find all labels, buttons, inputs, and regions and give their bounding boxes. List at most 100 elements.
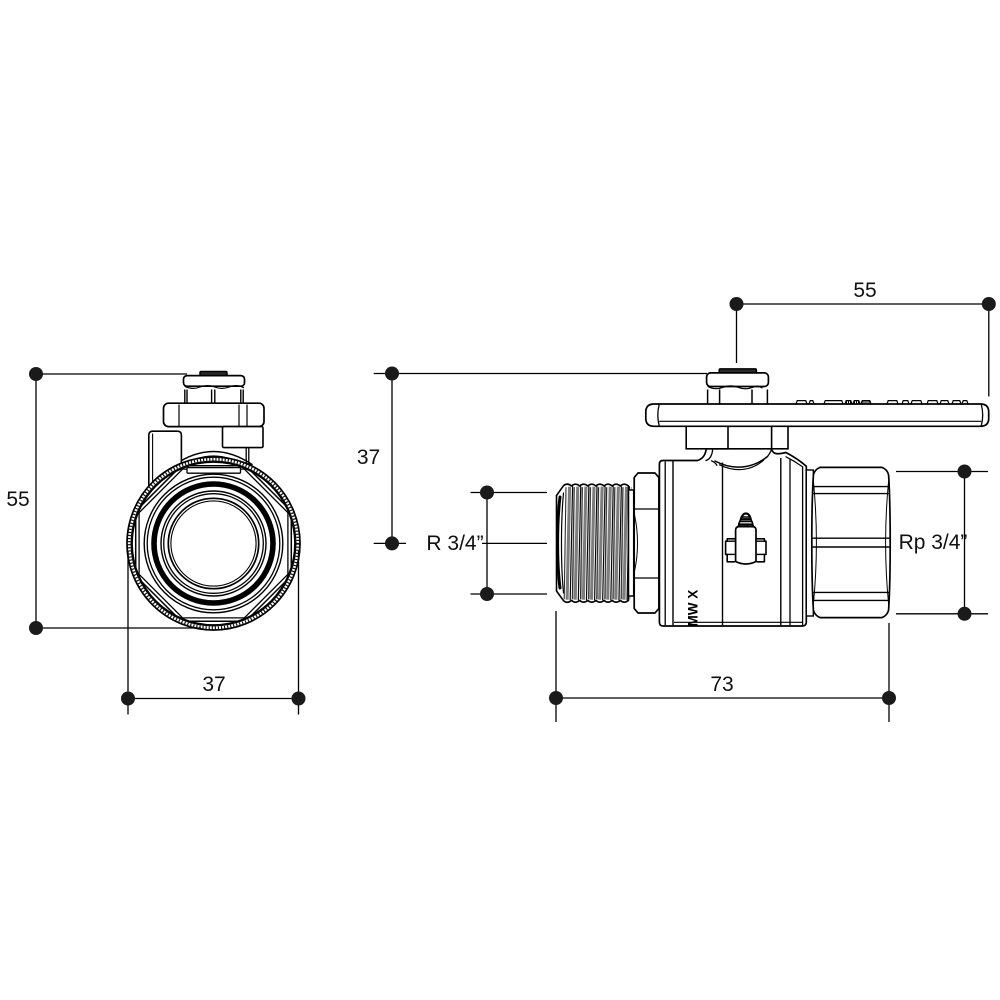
edge-line [563,487,567,600]
lever-emboss-mark [852,400,861,405]
lever-emboss-mark [939,400,950,405]
lever-emboss-mark [886,400,899,405]
male-thread [555,483,632,604]
lever-emboss-mark [901,400,910,405]
stem-neck-fillet [710,460,718,466]
dim-label-female-thread: Rp 3/4” [899,531,968,554]
edge-line [581,486,588,600]
front-ring-50 [163,493,264,594]
body-dome-arc-right [785,456,804,468]
dim-label-stem-height: 37 [357,446,380,469]
dimension-dot [29,367,43,381]
handle-hub-front-wall [685,425,729,450]
body-dome-arc-inner [718,459,765,471]
edge-line [602,486,606,601]
dim-label-front-width: 37 [202,673,225,696]
front-stem-cap [182,374,246,388]
male-collar [627,489,635,597]
side-view: MW X [555,368,990,627]
dimension-dot [385,366,399,381]
lever-emboss-mark [795,400,808,405]
dimension-dot [291,691,306,706]
lever-emboss-mark [823,400,844,405]
front-knurl-ring [127,457,300,630]
lever-plate-right-endcap [980,403,984,427]
front-seal-ring-thick [151,481,276,606]
dim-label-handle-length: 55 [853,279,876,302]
female-hex-right-chamfer [885,479,890,606]
bleed-body [734,525,757,565]
dim-female-thread: Rp 3/4” [896,464,988,621]
body-marking-text: MW X [686,590,701,627]
edge-line [569,486,574,601]
front-ring-81 [131,461,296,626]
edge-line [610,486,614,601]
handle [644,368,990,450]
dim-body-length: 73 [549,611,896,722]
front-body-dome-arc [174,450,253,466]
dimension-dot [480,485,494,500]
dimension-dot [29,621,43,635]
edge-line [614,486,620,600]
body-dome-arc-outer [714,455,769,468]
edge-line [596,487,600,600]
edge-line [622,486,629,600]
stem-cap-skirt [707,385,763,390]
female-hex-outline [810,466,892,619]
lever-emboss-mark [961,400,969,405]
front-union-nut [126,456,301,631]
male-thread-crest-bottom [555,590,630,604]
female-hex [805,466,892,619]
dimension-dot [729,297,744,311]
bleed-wing-left [724,538,737,563]
front-ring-69 [143,473,284,614]
handle-hub-rear-tab [770,425,789,450]
dimension-dot [957,606,972,621]
dim-label-male-thread: R 3/4” [426,532,483,555]
edge-line [606,486,612,600]
front-ring-66 [146,476,281,611]
front-stem-assembly [162,370,265,465]
dimension-dot [882,691,896,705]
dimension-dot [480,587,494,601]
dim-handle-length: 55 [729,279,996,397]
stem-cap [705,372,770,388]
front-ring-82 [130,460,297,627]
front-ring-52 [160,490,267,597]
dim-male-thread: R 3/4” [426,485,547,601]
bleed-wing-right [755,538,767,563]
edge-line [589,486,596,600]
lever-emboss-mark [910,400,923,405]
dim-front-width: 37 [121,551,306,715]
edge-line [579,487,583,600]
male-hex-facet-curve [634,514,638,572]
edge-line [612,487,616,600]
lever-emboss-mark [926,400,939,405]
dim-label-body-length: 73 [710,673,733,696]
dim-front-height: 55 [6,367,201,635]
bleed-dome [740,512,751,518]
edge-line [577,486,582,601]
edge-line [571,487,575,600]
front-view [126,370,301,631]
dim-label-front-height: 55 [6,488,29,511]
front-bore-inner [170,500,257,587]
bleed-valve-emblem [724,512,767,565]
dimension-dot [385,536,399,551]
dimension-dot [121,691,135,706]
lever-plate-left-endcap [657,403,660,427]
male-thread-crest-top [555,483,630,497]
dim-stem-height: 37 [357,366,707,551]
edge-line [573,486,580,600]
edge-line [604,487,608,600]
lever-emboss-mark [951,400,962,405]
body-outline [658,447,808,627]
edge-line [565,486,572,600]
edge-line [593,486,598,601]
lever-emboss-mark [844,400,853,405]
dimension-dot [957,464,972,479]
front-cap-skirt [184,385,245,389]
front-handle-arm-block [221,425,264,449]
